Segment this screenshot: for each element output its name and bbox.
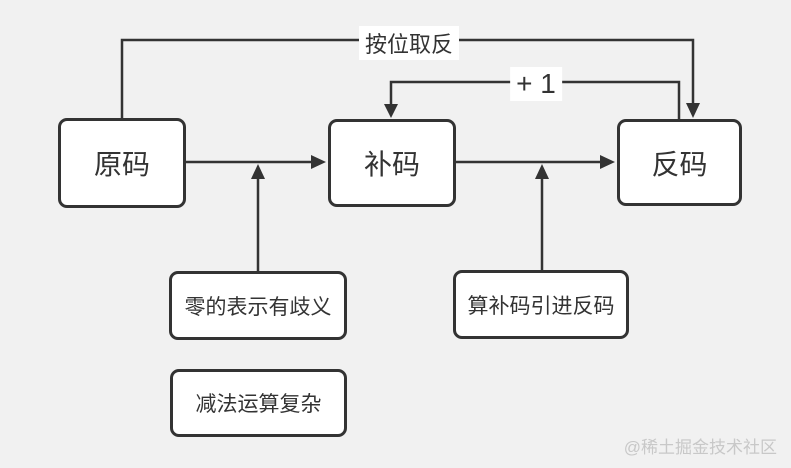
edge-yuanma-buma <box>186 155 326 169</box>
edge-label-plus-one: + 1 <box>510 67 562 101</box>
node-yuanma: 原码 <box>58 118 186 208</box>
edge-suppl-annotation <box>535 164 549 270</box>
node-subtraction-complex: 减法运算复杂 <box>170 369 347 437</box>
edge-buma-fanma <box>456 155 615 169</box>
node-zero-ambiguous: 零的表示有歧义 <box>169 271 347 340</box>
node-complement-introduces-inverse: 算补码引进反码 <box>453 270 629 339</box>
node-buma: 补码 <box>328 119 456 207</box>
watermark: @稀土掘金技术社区 <box>623 438 777 457</box>
edge-zero-annotation <box>251 164 265 271</box>
node-fanma: 反码 <box>617 119 742 206</box>
edge-label-bitwise-not: 按位取反 <box>358 26 460 60</box>
